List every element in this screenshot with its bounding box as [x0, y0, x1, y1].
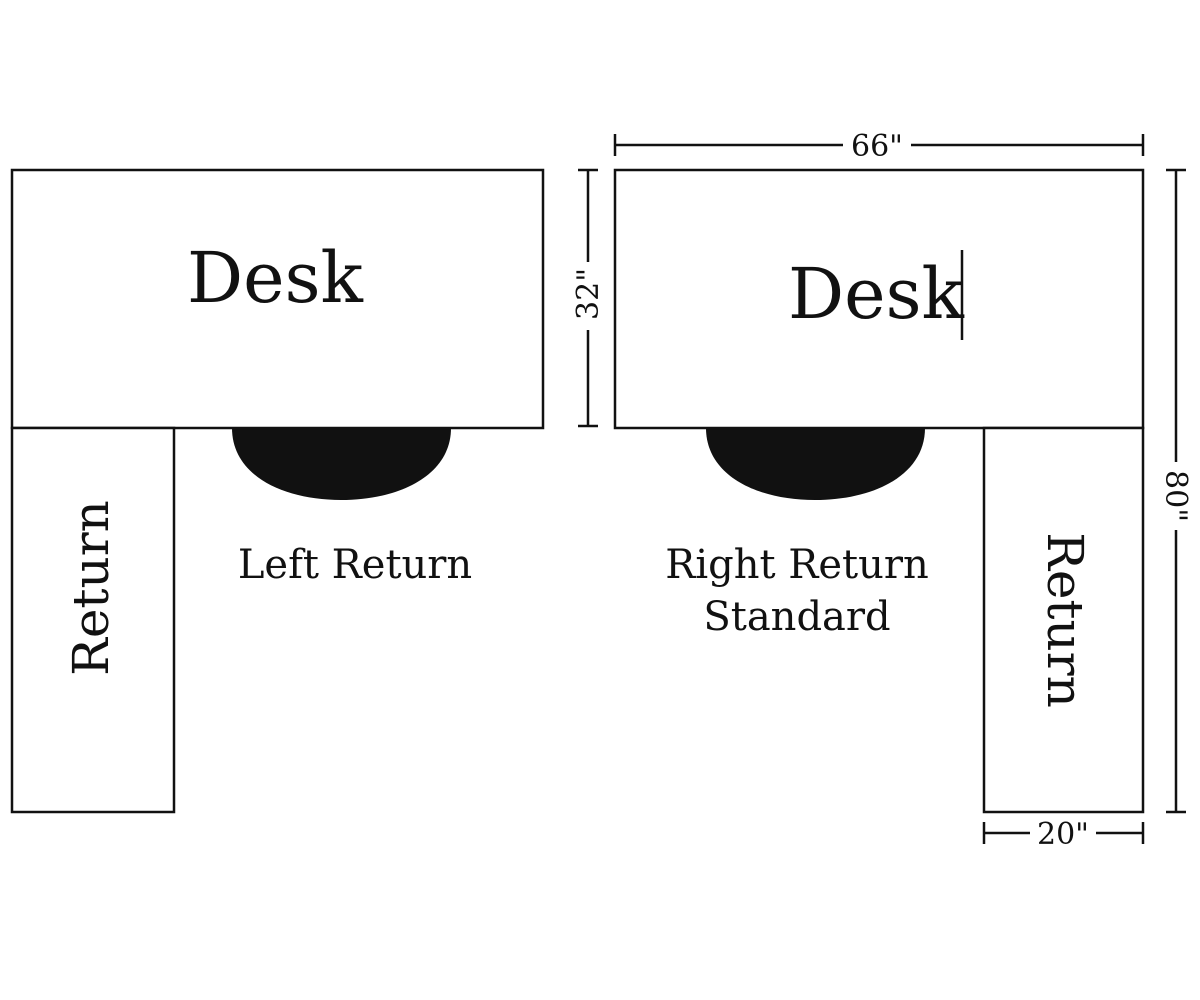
desk-width-dimension: 66"	[613, 129, 1145, 164]
desk-depth-dimension: 32"	[571, 168, 606, 428]
left-desk-label: Desk	[187, 237, 363, 319]
right-caption-line1: Right Return	[665, 542, 929, 588]
left-caption: Left Return	[238, 542, 472, 588]
right-return-layout: Desk Return Right Return Standard	[613, 168, 1145, 814]
right-desk-surface	[613, 168, 1145, 430]
desk-width-label: 66"	[851, 129, 903, 164]
left-return-surface	[10, 426, 176, 814]
overall-depth-dimension: 80"	[1158, 168, 1193, 814]
right-caption-line2: Standard	[703, 594, 890, 640]
desk-depth-label: 32"	[571, 268, 606, 320]
return-width-label: 20"	[1037, 817, 1089, 852]
left-return-label: Return	[62, 500, 120, 676]
right-chair-icon	[706, 428, 925, 500]
left-chair-icon	[232, 428, 451, 500]
right-return-label: Return	[1036, 532, 1094, 708]
overall-depth-label: 80"	[1158, 470, 1193, 522]
left-return-layout: Desk Return Left Return	[10, 168, 545, 814]
right-return-surface	[982, 426, 1145, 814]
return-width-dimension: 20"	[982, 817, 1145, 852]
left-desk-surface	[10, 168, 545, 430]
right-desk-label: Desk	[788, 253, 964, 335]
